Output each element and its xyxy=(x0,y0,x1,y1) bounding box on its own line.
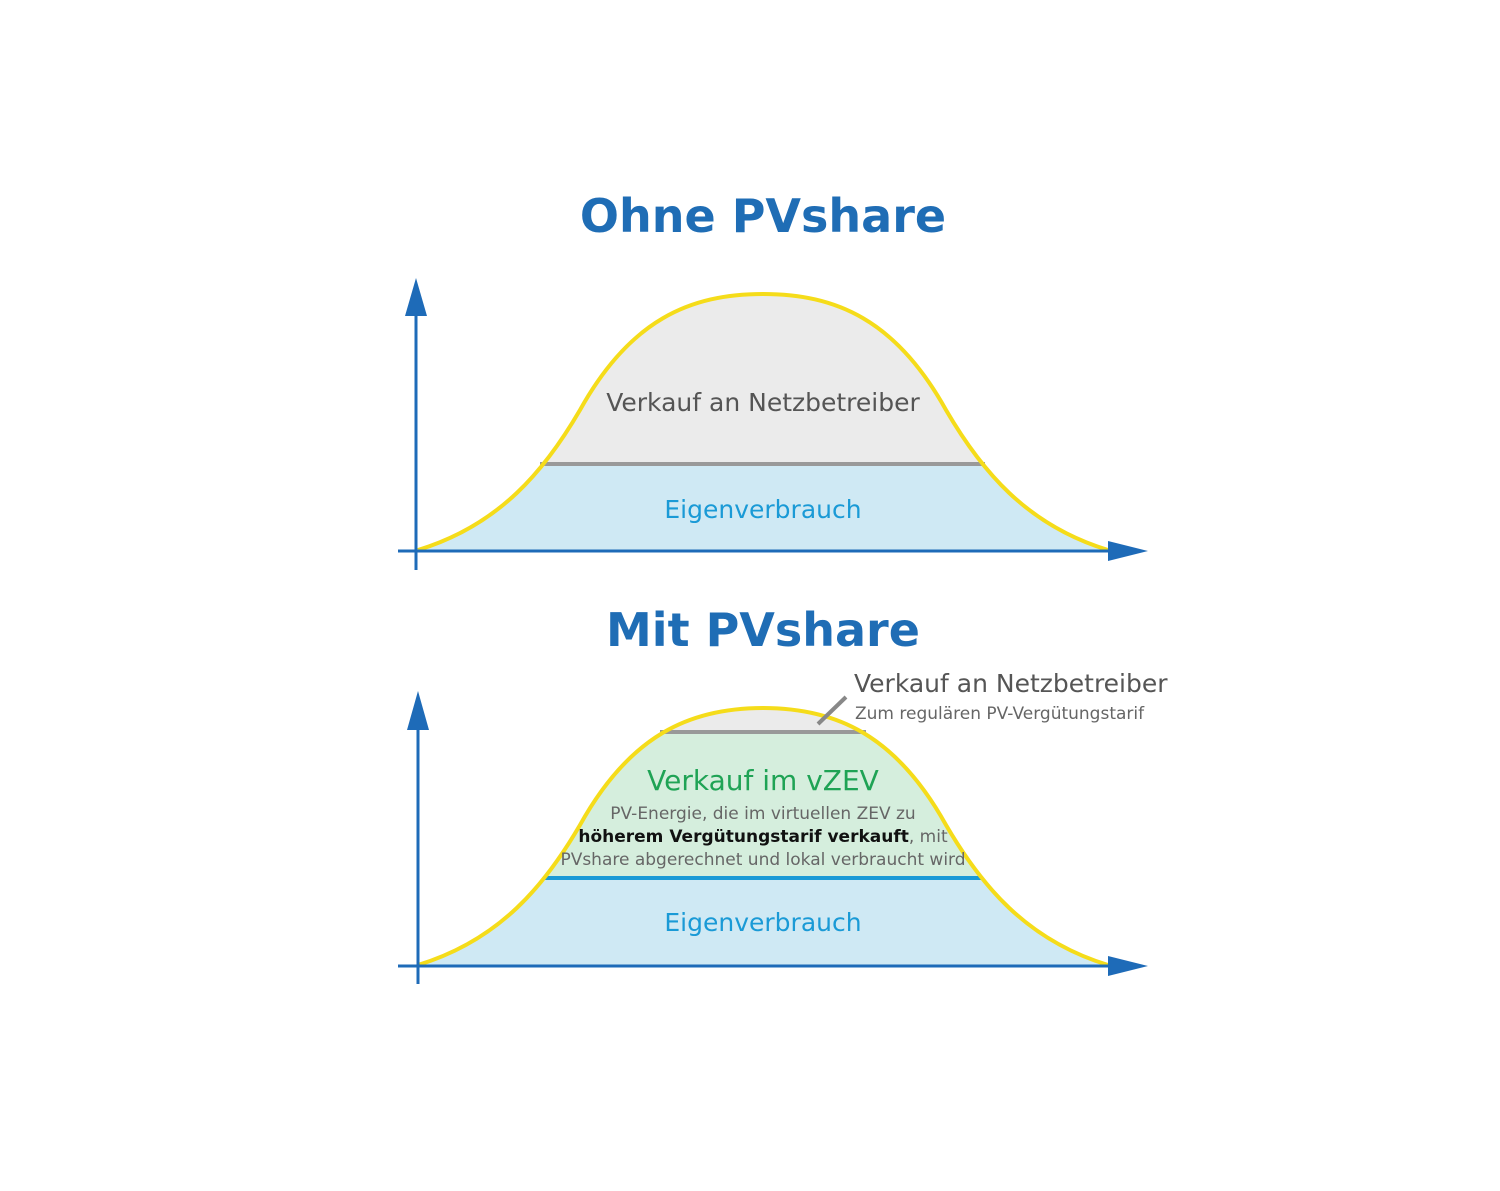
y-axis-arrow-icon xyxy=(405,278,427,316)
vzev-desc-rest: , mit xyxy=(909,827,948,847)
self-use-label: Eigenverbrauch xyxy=(664,908,861,937)
grid-sale-label: Verkauf an Netzbetreiber xyxy=(606,388,920,417)
chart-title-without: Ohne PVshare xyxy=(580,189,946,243)
chart-without-pvshare: Ohne PVshare Verkauf an Netzbetreiber Ei… xyxy=(398,189,1148,570)
callout-subtitle: Zum regulären PV-Vergütungstarif xyxy=(855,704,1145,724)
pv-production-curve xyxy=(417,291,1109,552)
vzev-desc-line3: PVshare abgerechnet und lokal verbraucht… xyxy=(560,850,965,870)
chart-with-pvshare: Mit PVshare Verkauf an Netzbetreiber Zum… xyxy=(398,603,1168,984)
chart-title-with: Mit PVshare xyxy=(606,603,920,657)
pv-production-curve xyxy=(417,705,1109,967)
y-axis-arrow-icon xyxy=(407,691,429,730)
vzev-desc-line2: höherem Vergütungstarif verkauft, mit xyxy=(578,827,948,847)
x-axis-arrow-icon xyxy=(1108,541,1148,561)
callout-title: Verkauf an Netzbetreiber xyxy=(854,669,1168,698)
vzev-desc-line1: PV-Energie, die im virtuellen ZEV zu xyxy=(610,804,915,824)
vzev-desc-bold: höherem Vergütungstarif verkauft xyxy=(578,827,909,847)
callout-leader-line xyxy=(816,695,848,726)
vzev-title: Verkauf im vZEV xyxy=(647,764,879,797)
grid-sale-area xyxy=(418,294,1108,464)
self-use-label: Eigenverbrauch xyxy=(664,495,861,524)
x-axis-arrow-icon xyxy=(1108,956,1148,976)
